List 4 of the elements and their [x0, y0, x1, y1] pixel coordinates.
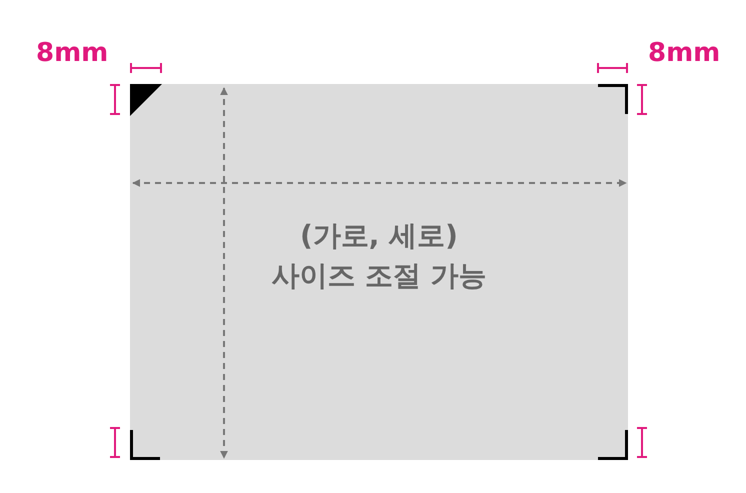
size-panel: [130, 84, 628, 460]
dimension-label: 8mm: [36, 38, 108, 68]
dimension-label: 8mm: [648, 38, 720, 68]
panel-text: (가로, 세로) 사이즈 조절 가능: [270, 218, 488, 294]
